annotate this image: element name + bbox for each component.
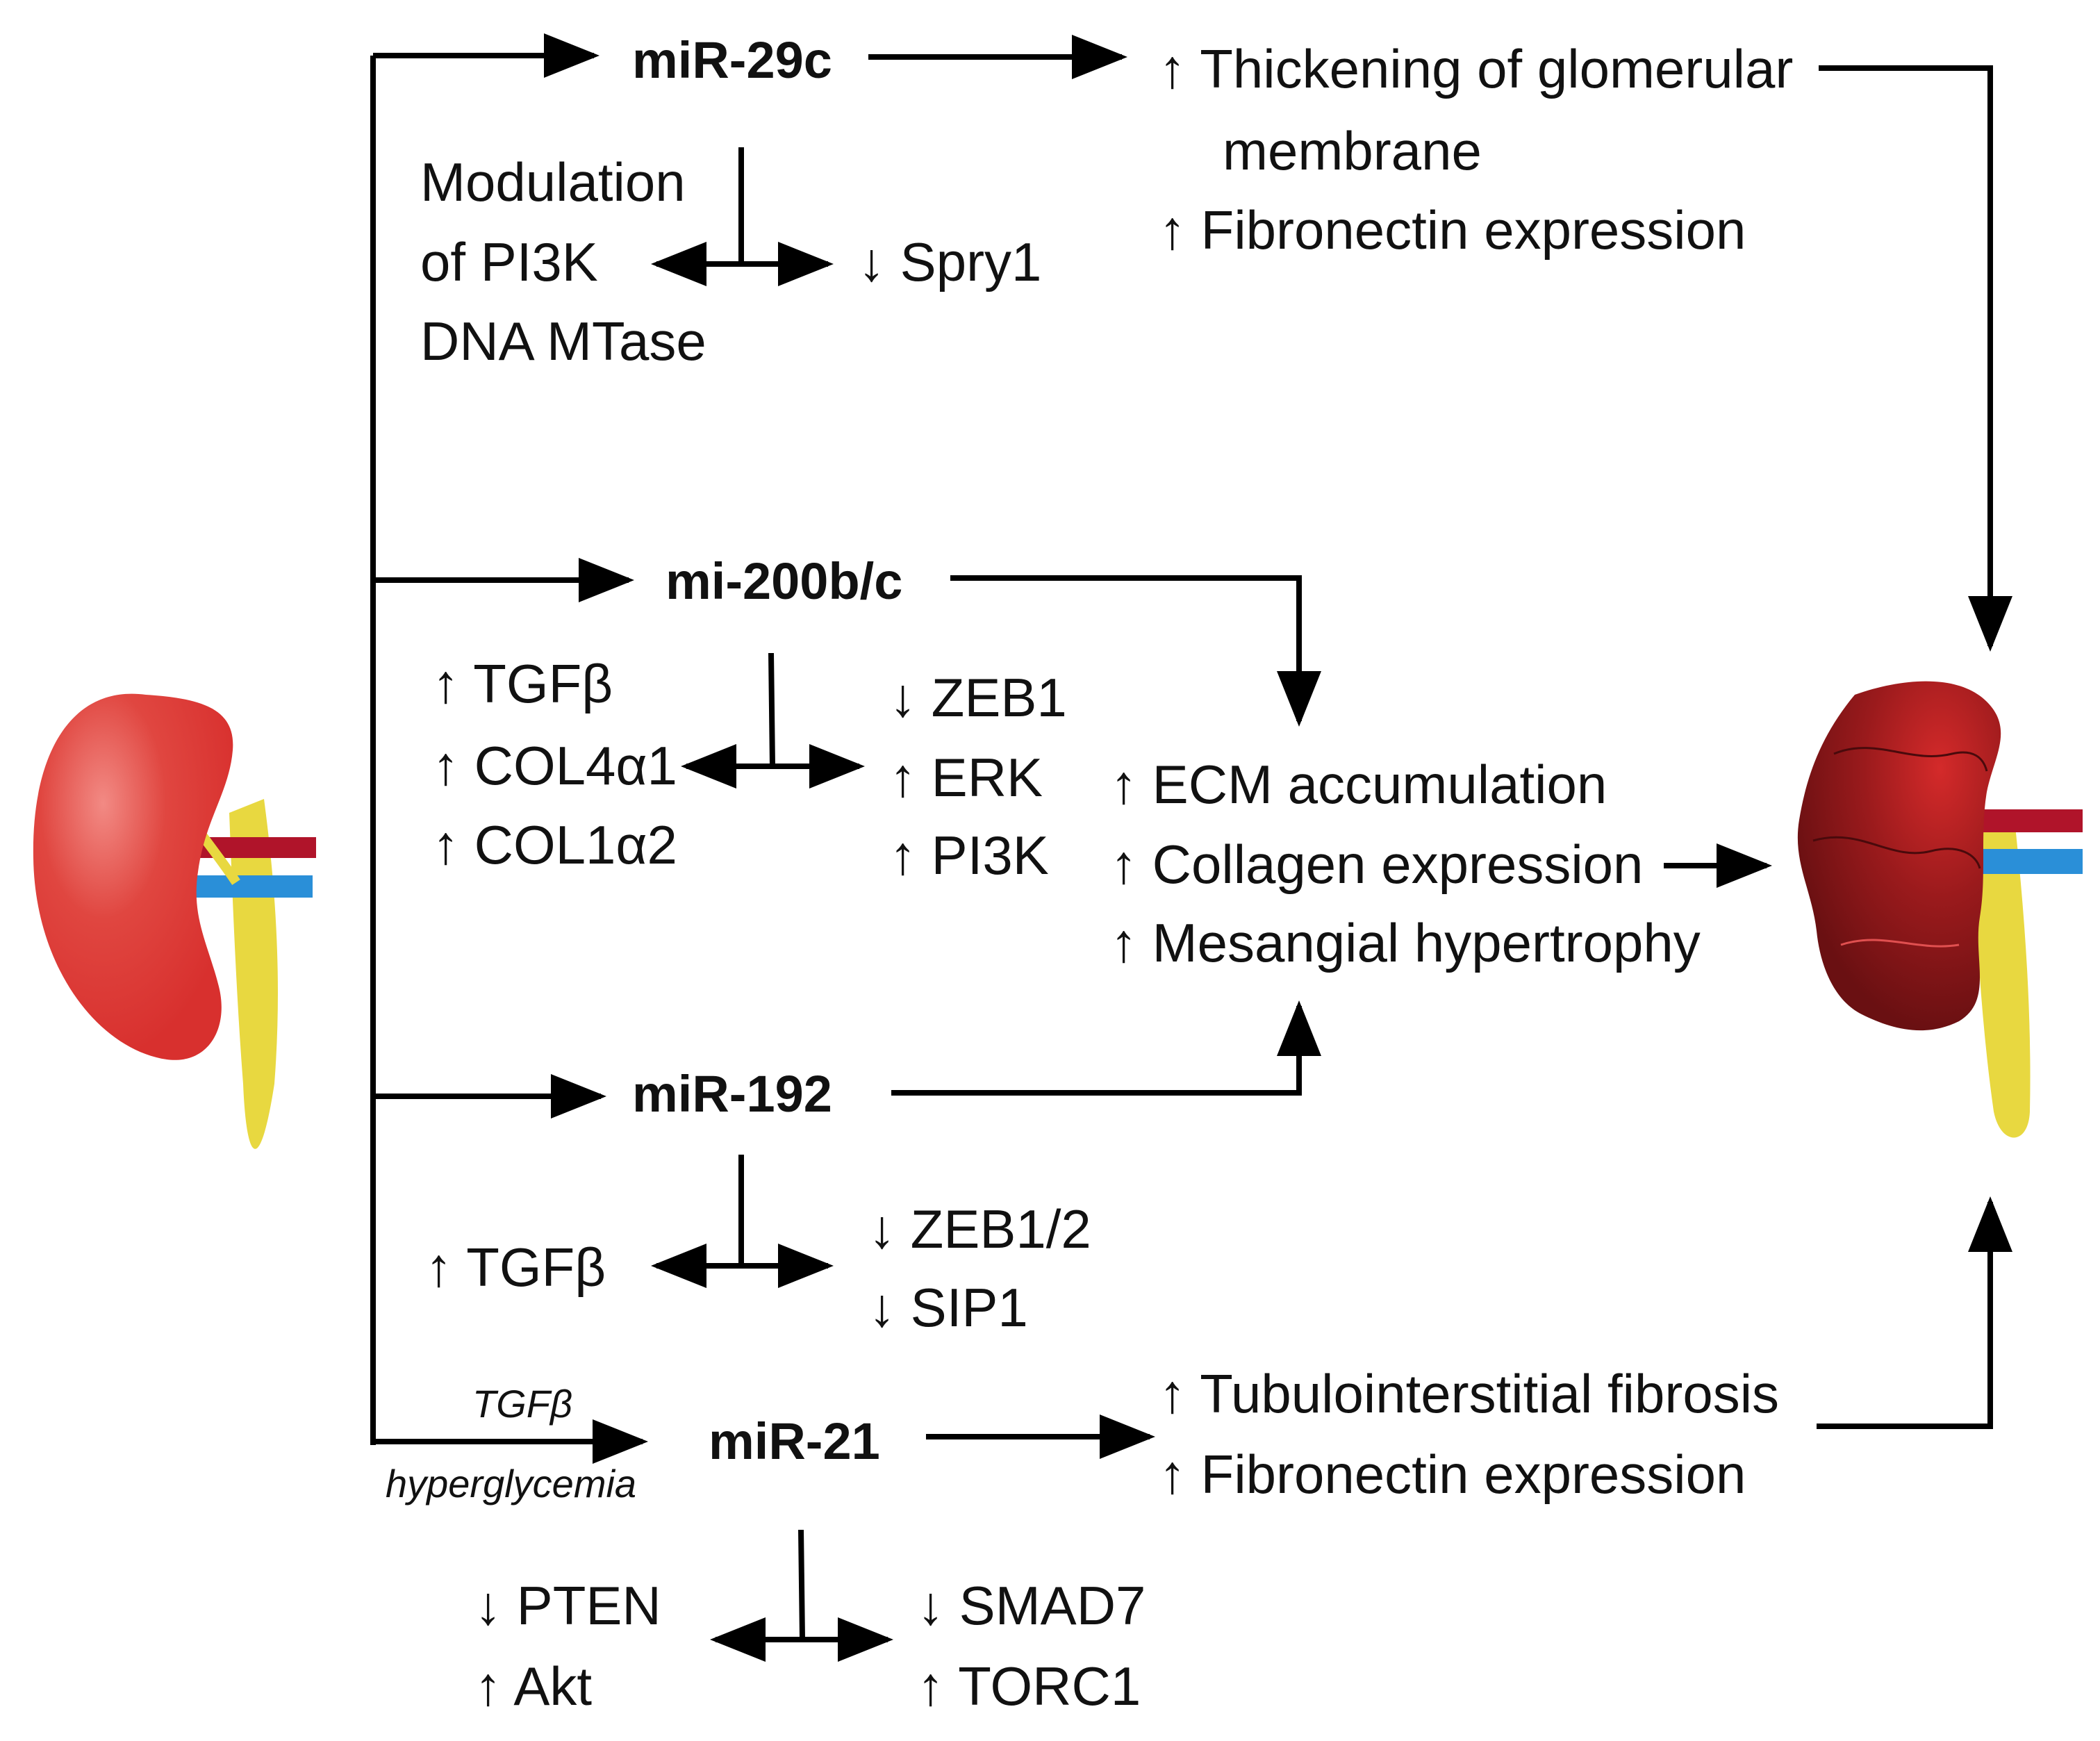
mir29c-effect-membrane: membrane <box>1223 120 1482 181</box>
mir200-right-zeb1: ↓ ZEB1 <box>889 667 1067 728</box>
mirna-label-mir29c: miR-29c <box>632 31 832 89</box>
effect-collagen-expression: ↑ Collagen expression <box>1110 834 1644 895</box>
mir29c-modulation-line2: of PI3K <box>420 231 598 292</box>
healthy-kidney-icon <box>33 693 316 1149</box>
mir21-left-akt: ↑ Akt <box>474 1656 593 1717</box>
mir200-right-erk: ↑ ERK <box>889 747 1043 808</box>
mir21-effect-tubulointerstitial: ↑ Tubulointerstitial fibrosis <box>1159 1363 1780 1424</box>
mir200-inhibit-stem <box>768 652 775 767</box>
mir21-inducer-tgfb: TGFβ <box>472 1382 572 1426</box>
mir29c-modulation-line1: Modulation <box>420 151 686 213</box>
mir29c-effect-thickening: ↑ Thickening of glomerular <box>1159 38 1794 99</box>
diseased-kidney-icon <box>1797 681 2083 1138</box>
arrow-mir200-effects <box>950 575 1321 727</box>
arrow-glomerular-to-kidney <box>1819 65 2012 652</box>
mir21-right-smad7: ↓ SMAD7 <box>917 1575 1146 1636</box>
mir29c-modulation-line3: DNA MTase <box>420 311 706 372</box>
effect-ecm-accumulation: ↑ ECM accumulation <box>1110 754 1607 815</box>
mir21-inhibit-stem <box>798 1529 805 1640</box>
mir21-inducer-hyperglycemia: hyperglycemia <box>386 1462 637 1505</box>
mir200-left-tgfb: ↑ TGFβ <box>432 653 613 714</box>
mirna-label-mir21: miR-21 <box>709 1412 880 1470</box>
mir192-right-zeb12: ↓ ZEB1/2 <box>868 1198 1091 1260</box>
mir21-left-pten: ↓ PTEN <box>474 1575 661 1636</box>
effect-mesangial-hypertrophy: ↑ Mesangial hypertrophy <box>1110 912 1701 973</box>
mir29c-effect-fibronectin: ↑ Fibronectin expression <box>1159 199 1746 261</box>
mir200-left-col4a1: ↑ COL4α1 <box>432 735 677 796</box>
mirna-label-mir192: miR-192 <box>632 1065 832 1123</box>
mir200-left-col1a2: ↑ COL1α2 <box>432 814 677 875</box>
mir21-effect-fibronectin: ↑ Fibronectin expression <box>1159 1444 1746 1505</box>
arrow-fibrosis-to-kidney <box>1817 1196 2012 1429</box>
mir200-right-pi3k: ↑ PI3K <box>889 825 1049 886</box>
mir192-left-tgfb: ↑ TGFβ <box>425 1237 606 1298</box>
mir192-right-sip1: ↓ SIP1 <box>868 1277 1028 1338</box>
arrow-mir192-effects <box>891 1000 1321 1096</box>
mirna-label-mir200: mi-200b/c <box>665 552 903 610</box>
mir21-right-torc1: ↑ TORC1 <box>917 1656 1141 1717</box>
mir29c-target-spry1: ↓ Spry1 <box>858 231 1042 292</box>
